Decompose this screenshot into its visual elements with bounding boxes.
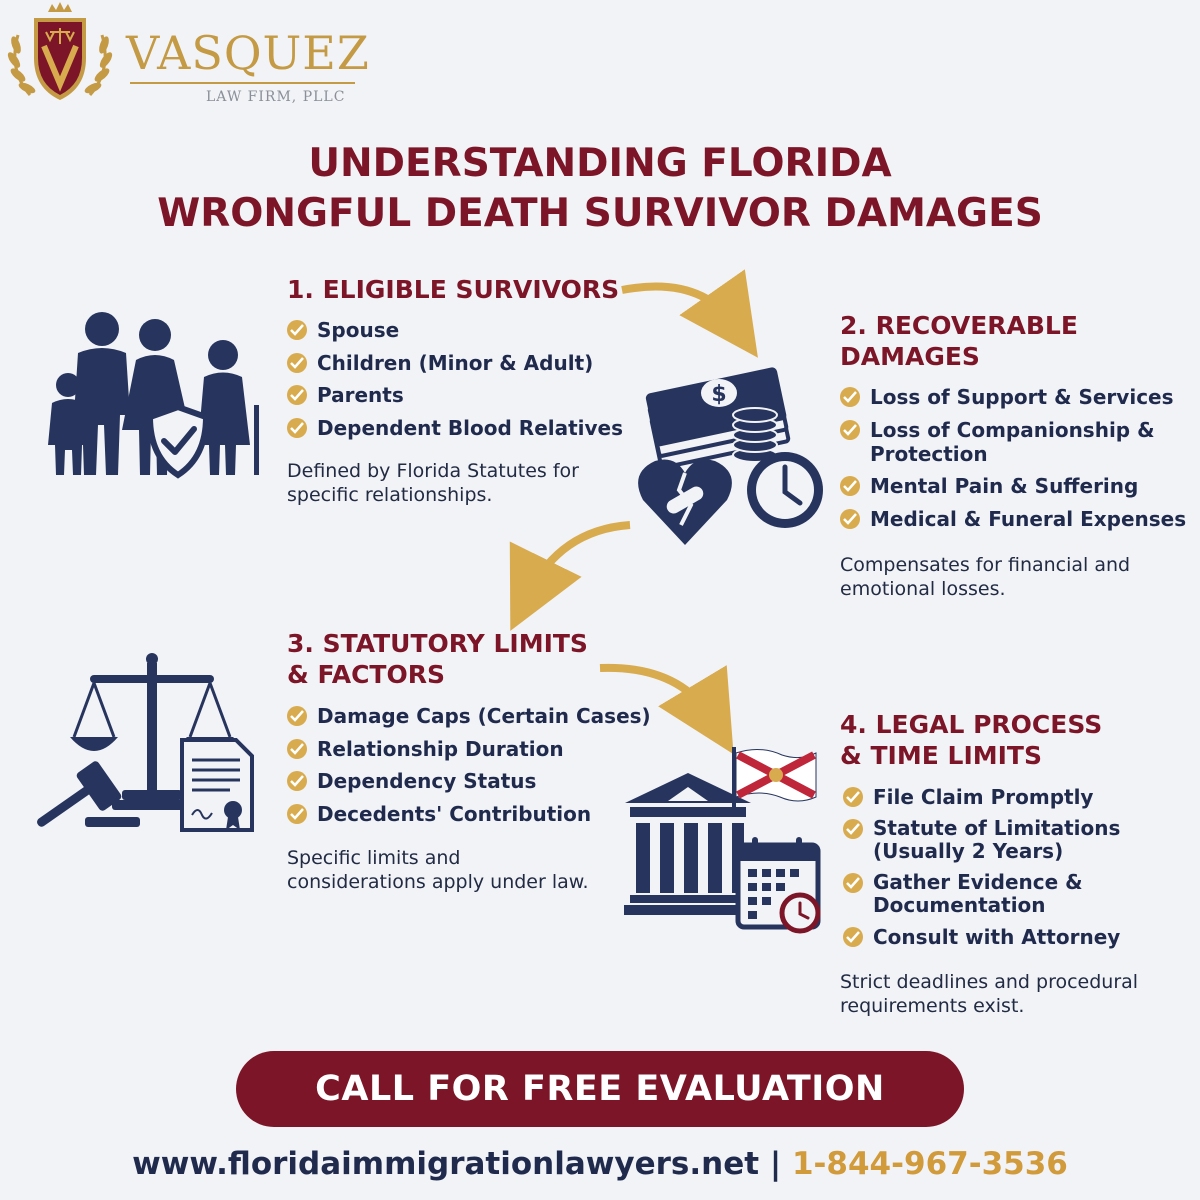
firm-logo: VASQUEZ LAW FIRM, PLLC bbox=[0, 0, 370, 110]
logo-divider bbox=[130, 82, 355, 84]
section-2-list: Loss of Support & Services Loss of Compa… bbox=[840, 385, 1186, 531]
check-circle-icon bbox=[840, 508, 860, 529]
check-circle-icon bbox=[287, 771, 307, 791]
list-item: File Claim Promptly bbox=[843, 785, 1120, 809]
check-circle-icon bbox=[840, 476, 860, 496]
check-circle-icon bbox=[843, 873, 863, 893]
list-item: Relationship Duration bbox=[287, 737, 651, 761]
check-circle-icon bbox=[287, 320, 307, 340]
page-title-line-1: UNDERSTANDING FLORIDA bbox=[308, 141, 892, 186]
check-circle-icon bbox=[287, 385, 307, 405]
check-circle-icon bbox=[843, 819, 863, 839]
check-circle-icon bbox=[840, 387, 860, 407]
scales-gavel-document-icon bbox=[37, 653, 254, 832]
list-item: Gather Evidence &Documentation bbox=[843, 871, 1120, 917]
section-2-note: Compensates for financial and emotional … bbox=[840, 554, 1131, 600]
check-circle-icon bbox=[287, 803, 307, 824]
firm-subtitle: LAW FIRM, PLLC bbox=[206, 89, 346, 105]
footer-separator: | bbox=[769, 1146, 782, 1182]
courthouse-flag-calendar-icon bbox=[624, 747, 821, 934]
phone-link[interactable]: 1-844-967-3536 bbox=[791, 1146, 1068, 1182]
list-item: Loss of Companionship &Protection bbox=[840, 418, 1186, 466]
money-heart-clock-icon: $ bbox=[638, 367, 823, 545]
section-2-title: 2. RECOVERABLE DAMAGES bbox=[840, 311, 1078, 371]
firm-name: VASQUEZ bbox=[126, 26, 370, 80]
laurel-shield-emblem-icon bbox=[7, 2, 113, 100]
check-circle-icon bbox=[287, 738, 307, 759]
check-circle-icon bbox=[843, 927, 863, 947]
list-item: Mental Pain & Suffering bbox=[840, 474, 1186, 498]
check-circle-icon bbox=[287, 706, 307, 726]
page-title-line-2: WRONGFUL DEATH SURVIVOR DAMAGES bbox=[157, 191, 1043, 236]
section-3-title: 3. STATUTORY LIMITS & FACTORS bbox=[287, 629, 588, 689]
section-4-title: 4. LEGAL PROCESS & TIME LIMITS bbox=[840, 710, 1103, 770]
list-item: Statute of Limitations(Usually 2 Years) bbox=[843, 817, 1120, 863]
section-1-list: Spouse Children (Minor & Adult) Parents … bbox=[287, 318, 623, 440]
list-item: Loss of Support & Services bbox=[840, 385, 1186, 409]
check-circle-icon bbox=[287, 352, 307, 373]
arrow-2-to-3 bbox=[509, 521, 631, 631]
check-circle-icon bbox=[843, 787, 863, 807]
free-evaluation-button[interactable]: CALL FOR FREE EVALUATION bbox=[236, 1051, 964, 1127]
svg-text:$: $ bbox=[711, 382, 726, 407]
list-item: Parents bbox=[287, 383, 623, 407]
list-item: Consult with Attorney bbox=[843, 925, 1120, 949]
family-shield-icon bbox=[48, 312, 259, 479]
check-circle-icon bbox=[840, 419, 860, 440]
list-item: Medical & Funeral Expenses bbox=[840, 507, 1186, 531]
section-4-list: File Claim Promptly Statute of Limitatio… bbox=[843, 785, 1120, 949]
arrow-3-to-4 bbox=[599, 663, 734, 755]
list-item: Damage Caps (Certain Cases) bbox=[287, 704, 651, 728]
list-item: Children (Minor & Adult) bbox=[287, 351, 623, 375]
list-item: Decedents' Contribution bbox=[287, 802, 651, 826]
list-item: Dependent Blood Relatives bbox=[287, 416, 623, 440]
section-1-title: 1. ELIGIBLE SURVIVORS bbox=[287, 275, 620, 304]
section-4-note: Strict deadlines and procedural requirem… bbox=[840, 971, 1139, 1017]
website-link[interactable]: www.floridaimmigrationlawyers.net bbox=[132, 1146, 760, 1182]
list-item: Dependency Status bbox=[287, 769, 651, 793]
list-item: Spouse bbox=[287, 318, 623, 342]
section-1-note: Defined by Florida Statutes for specific… bbox=[287, 460, 579, 506]
arrow-1-to-2 bbox=[621, 269, 758, 358]
contact-footer: www.floridaimmigrationlawyers.net | 1-84… bbox=[0, 1144, 1200, 1184]
check-circle-icon bbox=[287, 417, 307, 438]
section-3-list: Damage Caps (Certain Cases) Relationship… bbox=[287, 704, 651, 826]
section-3-note: Specific limits and considerations apply… bbox=[287, 847, 589, 893]
